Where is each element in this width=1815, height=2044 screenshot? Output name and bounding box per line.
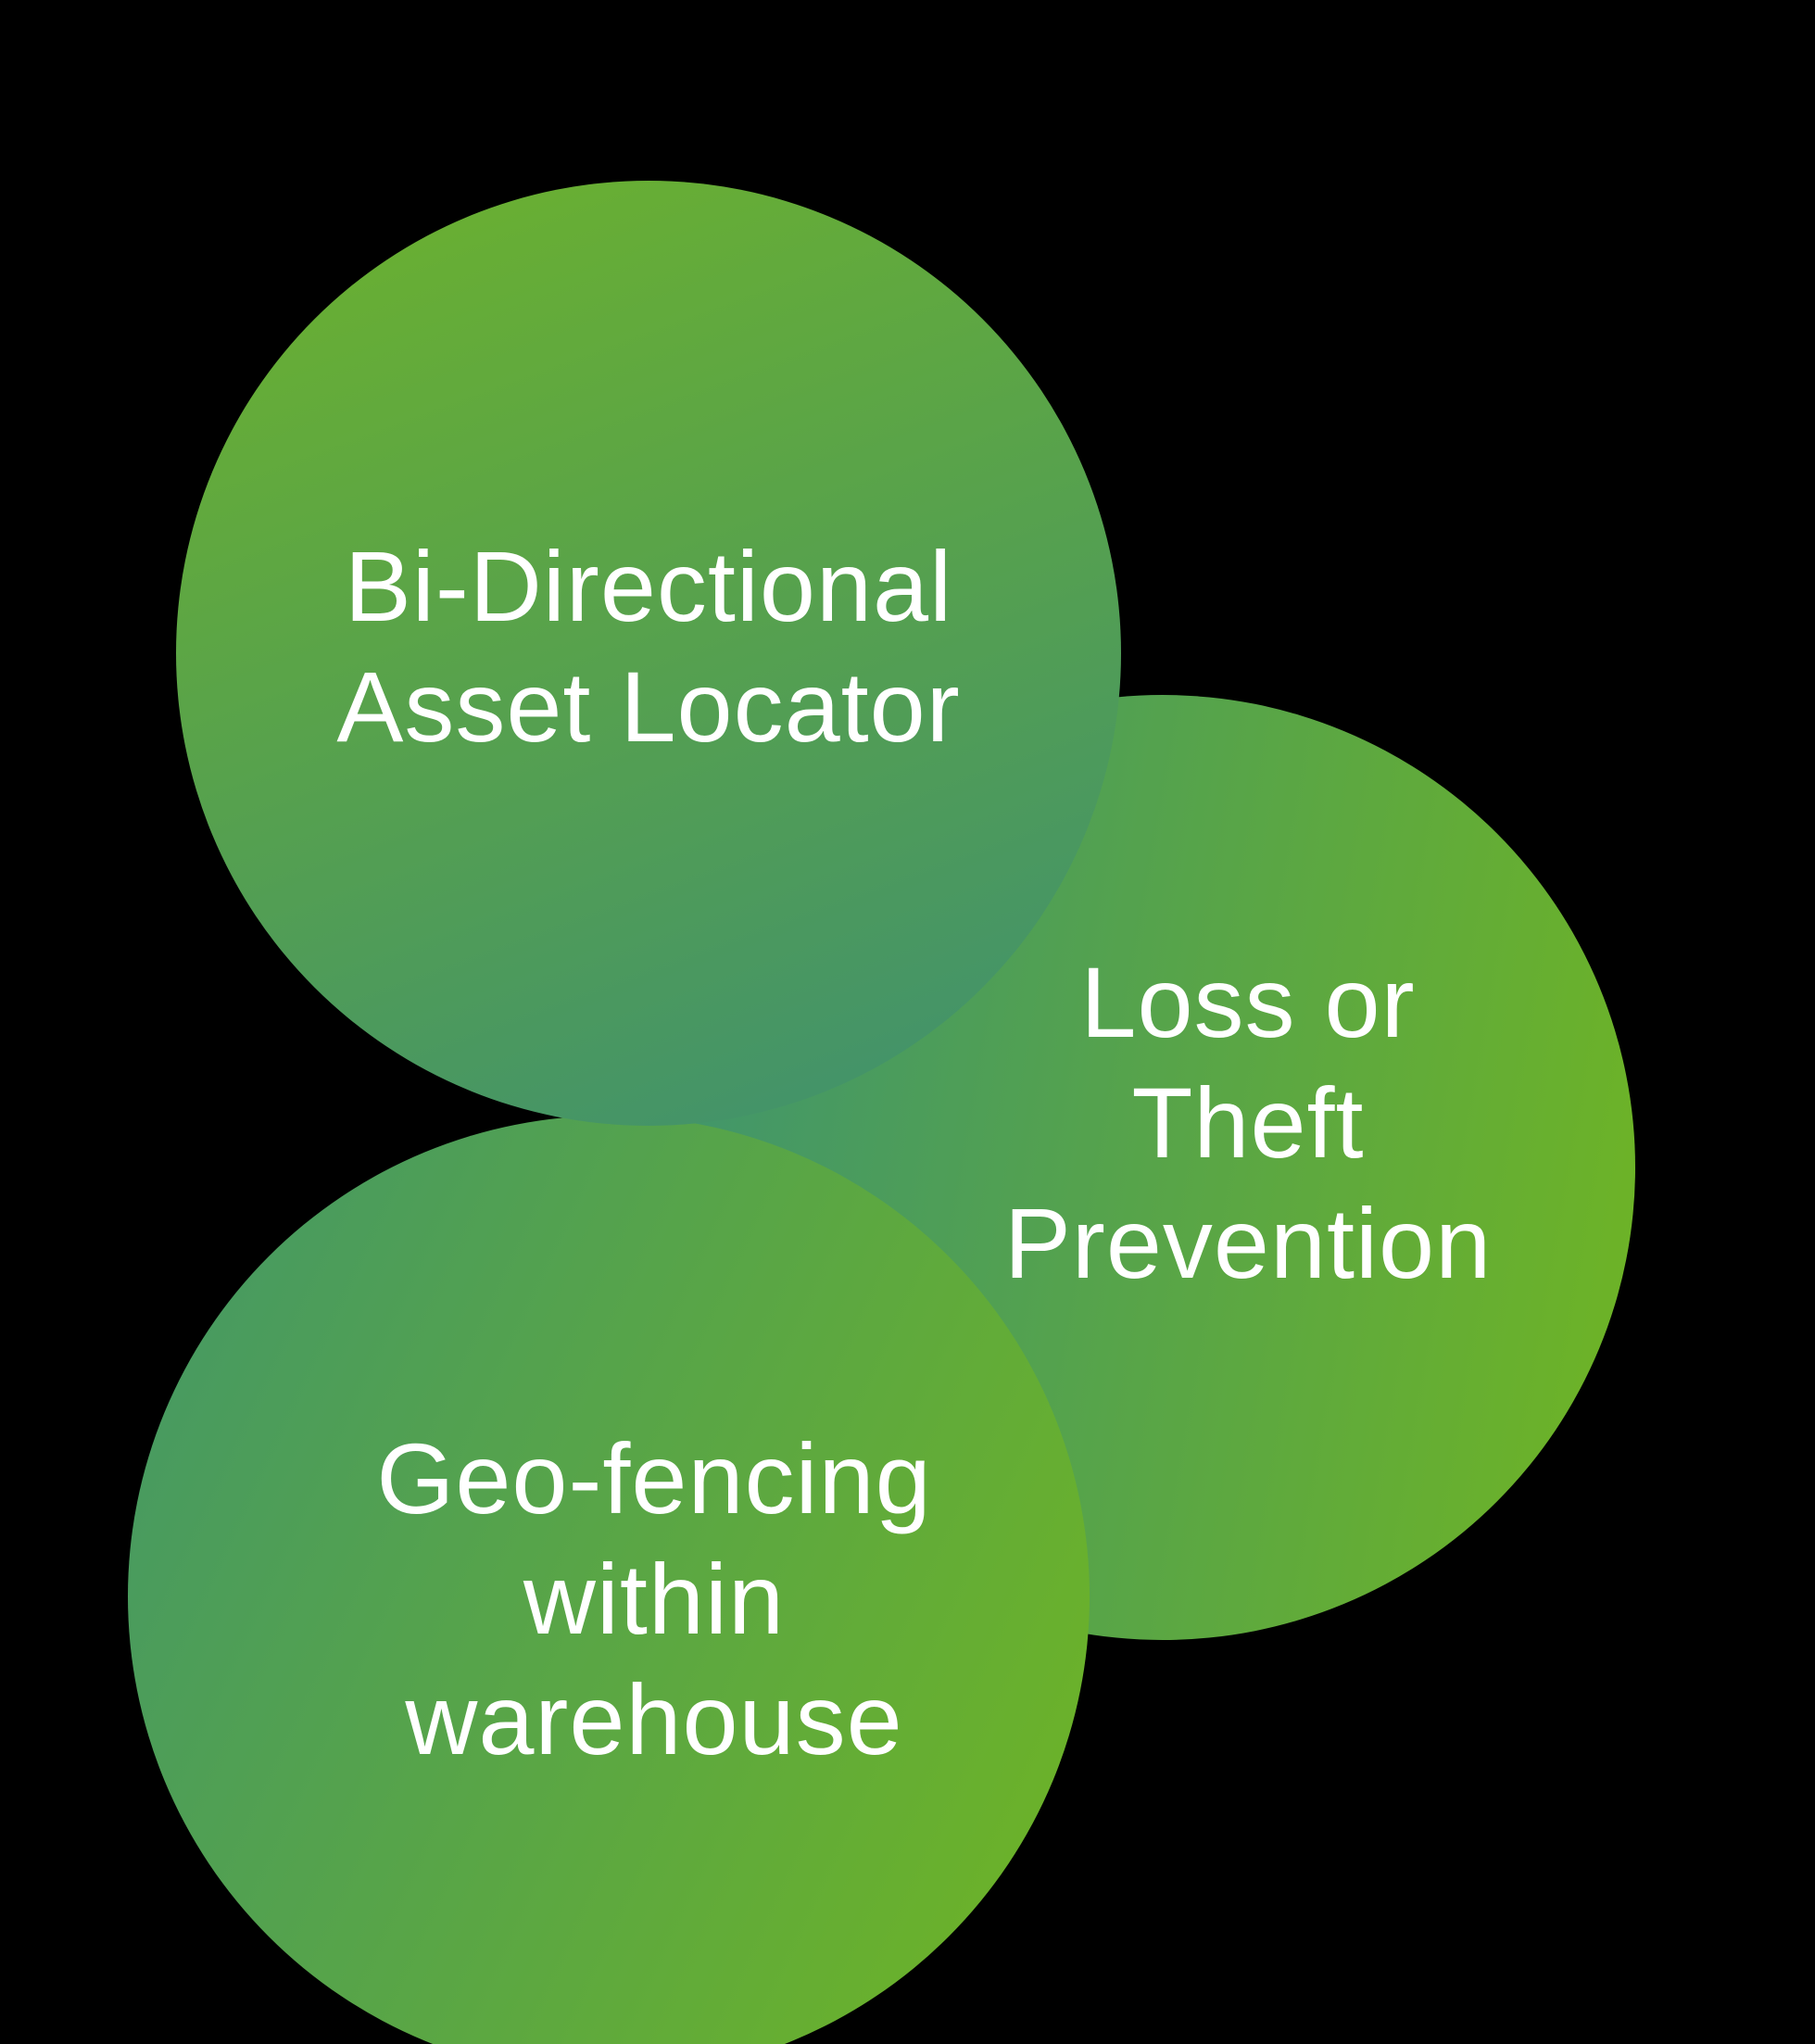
label-loss-or-theft-prevention: Loss or Theft Prevention — [1003, 946, 1493, 1299]
label-geo-fencing-within-warehouse: Geo-fencing within warehouse — [376, 1422, 932, 1775]
circle-bi-directional-asset-locator — [176, 181, 1121, 1126]
circle-geo-fencing-within-warehouse — [128, 1116, 1090, 2044]
label-bi-directional-asset-locator: Bi-Directional Asset Locator — [336, 530, 961, 763]
